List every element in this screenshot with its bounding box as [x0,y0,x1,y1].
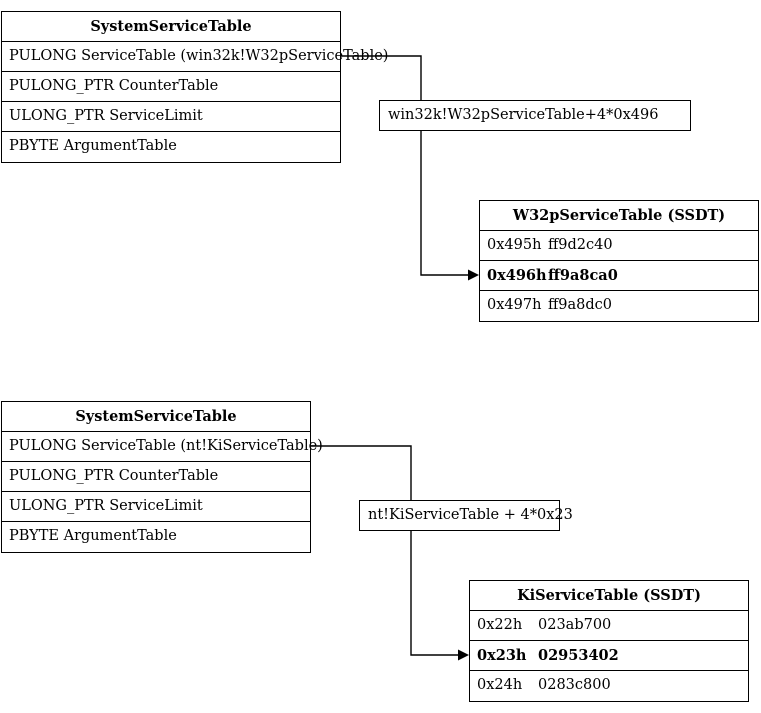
cell-index: 0x23h [477,647,527,664]
cell-index: 0x496h [487,267,547,284]
wire-label-nt-offset: nt!KiServiceTable + 4*0x23 [359,500,573,531]
struct-field-servicelimit: ULONG_PTR ServiceLimit [2,102,340,132]
table-w32pservicetable-ssdt: W32pServiceTable (SSDT) 0x495h ff9d2c40 … [479,200,759,322]
connector-win32k [340,55,468,276]
cell-index: 0x495h [487,237,542,253]
struct-field-argumenttable: PBYTE ArgumentTable [9,138,177,154]
wire-label-win32k-offset: win32k!W32pServiceTable+4*0x496 [379,100,691,131]
cell-address: 0283c800 [538,677,611,693]
struct-field-servicelimit: ULONG_PTR ServiceLimit [2,492,310,522]
arrowhead-win32k [468,269,479,281]
struct-field-servicetable: PULONG ServiceTable (win32k!W32pServiceT… [2,42,388,72]
arrowhead-nt [458,649,469,661]
struct-field-countertable: PULONG_PTR CounterTable [2,462,310,492]
struct-field-countertable: PULONG_PTR CounterTable [2,72,340,102]
table-row: 0x495h ff9d2c40 [480,231,758,261]
cell-address: 02953402 [538,647,619,664]
table-row-highlighted: 0x23h 02953402 [470,641,748,671]
struct-field-servicetable: PULONG ServiceTable (nt!KiServiceTable) [2,432,323,462]
cell-index: 0x22h [477,617,523,633]
struct-header: SystemServiceTable [2,12,340,42]
table-row: 0x22h 023ab700 [470,611,748,641]
table-row-highlighted: 0x496h ff9a8ca0 [480,261,758,291]
ssdt-header: W32pServiceTable (SSDT) [480,201,758,231]
table-row: 0x497h ff9a8dc0 [480,291,758,321]
cell-address: ff9a8dc0 [548,297,613,313]
ssdt-header: KiServiceTable (SSDT) [470,581,748,611]
cell-address: ff9a8ca0 [548,267,618,284]
cell-address: ff9d2c40 [548,237,613,253]
table-row: 0x24h 0283c800 [470,671,748,701]
cell-index: 0x497h [487,297,542,313]
table-kiservicetable-ssdt: KiServiceTable (SSDT) 0x22h 023ab700 0x2… [469,580,749,702]
struct-field-argumenttable: PBYTE ArgumentTable [9,528,177,544]
cell-address: 023ab700 [538,617,612,633]
struct-systemservicetable-nt: SystemServiceTable PULONG ServiceTable (… [1,401,323,553]
struct-header: SystemServiceTable [2,402,310,432]
struct-systemservicetable-win32k: SystemServiceTable PULONG ServiceTable (… [1,11,388,163]
cell-index: 0x24h [477,677,523,693]
connector-nt [310,445,458,656]
